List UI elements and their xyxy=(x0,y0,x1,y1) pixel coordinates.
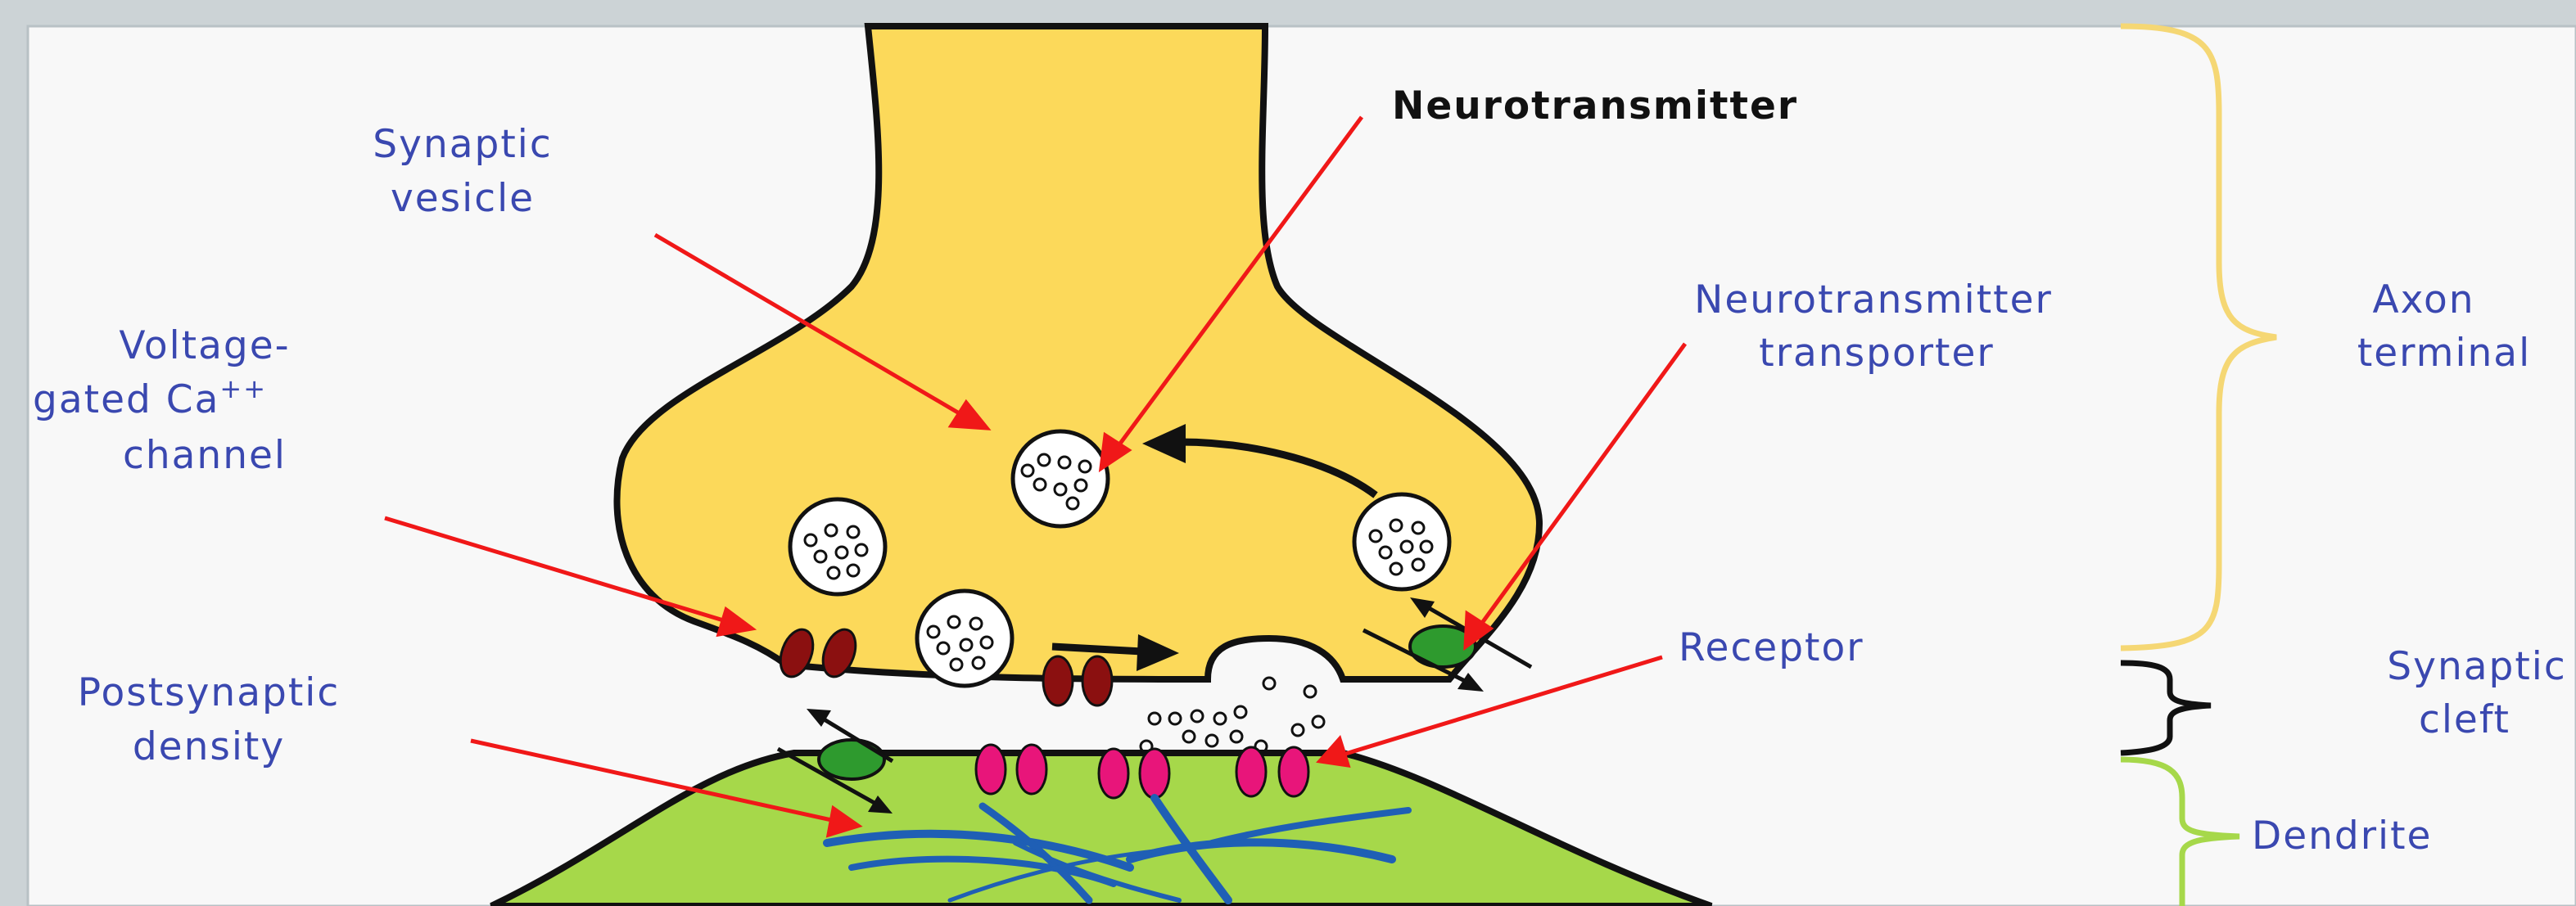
label-postsynaptic-density-line1: Postsynaptic xyxy=(78,670,340,715)
exocytosis-arrow xyxy=(1052,647,1142,651)
label-synaptic-vesicle-line2: vesicle xyxy=(391,176,535,221)
label-receptor: Receptor xyxy=(1679,625,1864,670)
label-transporter-line1: Neurotransmitter xyxy=(1694,277,2053,322)
vesicle-top xyxy=(1013,431,1108,526)
vesicle-right xyxy=(1354,494,1449,589)
transporter-postsynaptic xyxy=(819,740,884,779)
vesicle-left xyxy=(790,499,885,594)
label-vgcc-line1: Voltage- xyxy=(119,323,290,368)
label-axon-terminal-line1: Axon xyxy=(2372,277,2474,322)
label-axon-terminal-line2: terminal xyxy=(2357,331,2531,376)
label-transporter-line2: transporter xyxy=(1759,331,1994,376)
label-dendrite: Dendrite xyxy=(2252,814,2432,859)
label-synaptic-cleft-line2: cleft xyxy=(2419,697,2510,742)
vesicle-bottom xyxy=(917,591,1012,686)
label-synaptic-cleft-line1: Synaptic xyxy=(2387,644,2566,689)
label-vgcc-line3: channel xyxy=(123,433,287,478)
label-vgcc-superscript: ++ xyxy=(219,373,267,404)
label-synaptic-vesicle-line1: Synaptic xyxy=(373,122,552,167)
label-neurotransmitter: Neurotransmitter xyxy=(1392,83,1798,128)
label-vgcc-line2-main: gated Ca xyxy=(33,377,219,422)
label-postsynaptic-density-line2: density xyxy=(133,724,285,769)
